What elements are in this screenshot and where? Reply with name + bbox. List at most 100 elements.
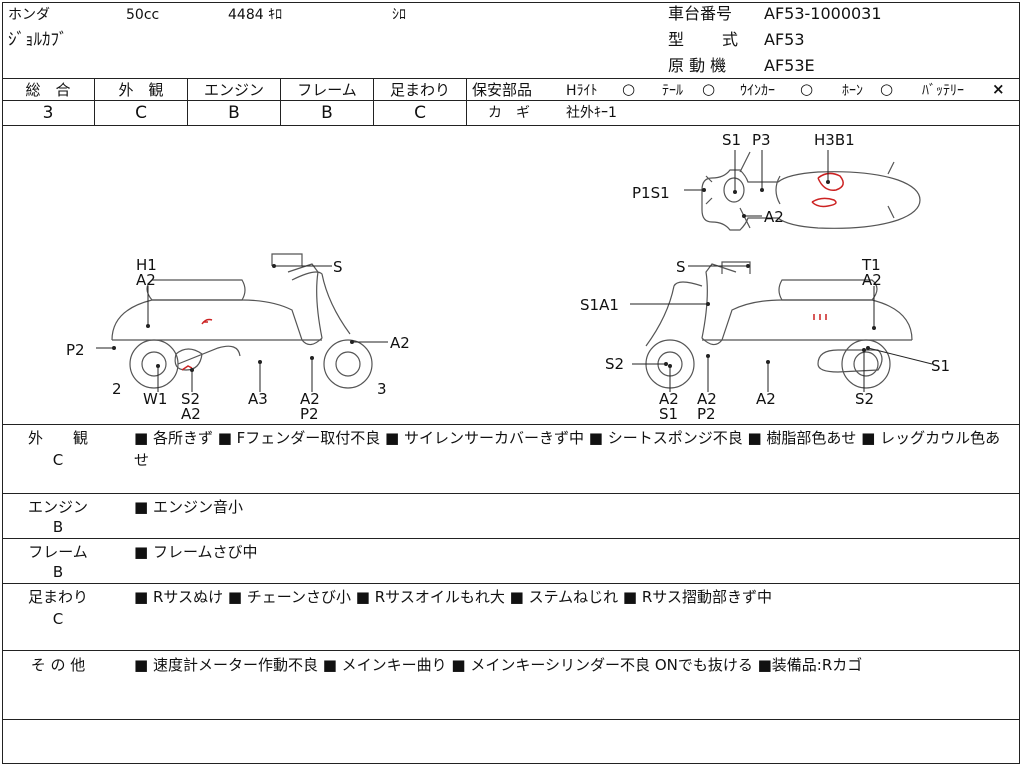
- label-top-s1: S1: [722, 131, 742, 149]
- condition-grade: C: [52, 610, 64, 628]
- type-value: AF53: [764, 30, 805, 49]
- model-name: ｼﾞｮﾙｶﾌﾞ: [8, 30, 68, 50]
- condition-label: エンジン: [27, 498, 88, 516]
- label-left-3: 3: [377, 380, 387, 398]
- right-side-scooter: [645, 261, 913, 389]
- grade-sep-5: [466, 78, 467, 125]
- condition-label: フレーム: [28, 543, 88, 561]
- label-left-a2-right: A2: [390, 334, 410, 352]
- label-right-s1: S1: [931, 357, 951, 375]
- grade-frame-label: フレーム: [297, 81, 357, 99]
- grade-suspension-value: C: [414, 103, 426, 123]
- label-left-a3: A3: [248, 390, 268, 408]
- safety-title: 保安部品: [472, 81, 533, 99]
- condition-grade: B: [52, 563, 64, 581]
- divider-header: [2, 78, 1020, 79]
- condition-text: ■ フレームさび中: [134, 543, 258, 561]
- label-right-a2-c: A2: [756, 390, 776, 408]
- top-view-scooter: [701, 151, 921, 231]
- label-left-h1: H1: [136, 256, 157, 274]
- grade-exterior-label: 外 観: [118, 81, 164, 99]
- engine-value: AF53E: [764, 56, 815, 75]
- safety-battery-status: ×: [992, 80, 1005, 98]
- label-right-a2-a: A2: [659, 390, 679, 408]
- safety-horn-status: ○: [880, 80, 894, 98]
- divider-cond-4: [2, 650, 1020, 651]
- divider-cond-5: [2, 719, 1020, 720]
- divider-diagram: [2, 424, 1020, 425]
- label-left-2: 2: [112, 380, 122, 398]
- divider-cond-2: [2, 538, 1020, 539]
- label-right-s1-b: S1: [659, 405, 679, 423]
- grade-overall-value: 3: [42, 103, 54, 123]
- damage-mark-right-seat: [813, 314, 827, 320]
- label-right-p2: P2: [697, 405, 716, 423]
- condition-grade: B: [52, 518, 64, 536]
- label-left-p2b: P2: [300, 405, 319, 423]
- mileage: 4484 ｷﾛ: [228, 7, 283, 23]
- label-top-a2: A2: [764, 208, 784, 226]
- condition-label: 足まわり: [27, 588, 88, 606]
- label-left-a2-top: A2: [136, 271, 156, 289]
- label-right-s1a1: S1A1: [580, 296, 619, 314]
- label-top-h3b1: H3B1: [814, 131, 855, 149]
- leader-lines: [96, 150, 933, 392]
- grade-exterior-value: C: [135, 103, 147, 123]
- safety-winker-status: ○: [800, 80, 814, 98]
- safety-tail: ﾃｰﾙ: [662, 83, 683, 99]
- safety-tail-status: ○: [702, 80, 716, 98]
- label-right-t1: T1: [862, 256, 881, 274]
- condition-text: ■ 速度計メーター作動不良 ■ メインキー曲り ■ メインキーシリンダー不良 O…: [134, 656, 863, 674]
- engine-label: 原 動 機: [668, 56, 727, 75]
- label-top-p3: P3: [752, 131, 771, 149]
- label-right-a2-top: A2: [862, 271, 882, 289]
- label-left-a2b: A2: [300, 390, 320, 408]
- grade-sep-4: [373, 78, 374, 125]
- label-left-s2: S2: [181, 390, 201, 408]
- frame-no-label: 車台番号: [668, 4, 733, 23]
- grade-engine-value: B: [228, 103, 240, 123]
- label-top-p1s1: P1S1: [632, 184, 670, 202]
- grade-frame-value: B: [321, 103, 333, 123]
- grade-overall-label: 総 合: [25, 81, 71, 99]
- safety-battery: ﾊﾞｯﾃﾘｰ: [922, 83, 964, 99]
- damage-diagram: [96, 150, 933, 392]
- condition-grade: C: [52, 451, 64, 469]
- label-right-s2-left: S2: [605, 355, 625, 373]
- label-right-a2-b: A2: [697, 390, 717, 408]
- divider-cond-3: [2, 583, 1020, 584]
- damage-mark-left-wheel: [181, 365, 193, 371]
- damage-mark-seat-top-2: [811, 197, 837, 208]
- grade-sep-1: [94, 78, 95, 125]
- divider-grade-mid: [2, 100, 1020, 101]
- divider-grades: [2, 125, 1020, 126]
- condition-label: そ の 他: [30, 656, 86, 674]
- leader-dots: [112, 180, 876, 372]
- grade-sep-2: [187, 78, 188, 125]
- divider-cond-1: [2, 493, 1020, 494]
- frame-no: AF53-1000031: [764, 4, 882, 23]
- grade-engine-label: エンジン: [203, 81, 264, 99]
- condition-text: ■ 各所きず ■ Fフェンダー取付不良 ■ サイレンサーカバーきず中 ■ シート…: [134, 429, 1001, 469]
- safety-winker: ｳｲﾝｶｰ: [740, 83, 775, 99]
- grade-sep-3: [280, 78, 281, 125]
- body-color: ｼﾛ: [392, 7, 406, 23]
- condition-text: ■ Rサスぬけ ■ チェーンさび小 ■ Rサスオイルもれ大 ■ ステムねじれ ■…: [134, 588, 772, 606]
- left-side-scooter: [111, 253, 373, 389]
- label-left-s: S: [333, 258, 343, 276]
- condition-label: 外 観: [27, 429, 88, 447]
- maker: ホンダ: [8, 7, 50, 23]
- key-label: カ ギ: [488, 105, 530, 121]
- condition-text: ■ エンジン音小: [134, 498, 243, 516]
- key-value: 社外ｷｰ1: [566, 105, 617, 121]
- label-left-a2-bottom: A2: [181, 405, 201, 423]
- label-right-s2-bottom: S2: [855, 390, 875, 408]
- label-right-s: S: [676, 258, 686, 276]
- damage-mark-seat-top: [817, 172, 844, 191]
- safety-headlight-status: ○: [622, 80, 636, 98]
- label-left-w1: W1: [143, 390, 168, 408]
- displacement: 50cc: [126, 7, 160, 23]
- type-label: 型 式: [668, 30, 741, 49]
- damage-mark-left: [201, 318, 213, 325]
